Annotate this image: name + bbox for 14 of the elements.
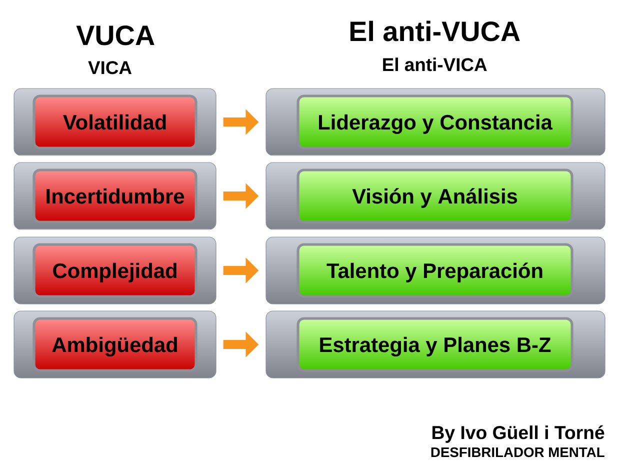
problem-button: Complejidad <box>32 243 198 298</box>
solution-button: Estrategia y Planes B-Z <box>296 317 574 372</box>
solution-button: Visión y Análisis <box>296 168 574 224</box>
solution-button: Talento y Preparación <box>296 243 574 298</box>
solution-button: Liderazgo y Constancia <box>296 94 574 150</box>
problem-button: Incertidumbre <box>32 168 198 224</box>
author-name: By Ivo Güell i Torné <box>432 425 604 443</box>
problem-button: Ambigüedad <box>32 317 198 372</box>
column-subheading: El anti-VICA <box>383 58 487 72</box>
author-tagline: DESFIBRILADOR MENTAL <box>431 447 604 458</box>
column-subheading: VICA <box>88 61 132 74</box>
problem-button: Volatilidad <box>32 94 198 150</box>
column-heading: VUCA <box>76 26 154 46</box>
column-heading: El anti-VUCA <box>350 20 520 42</box>
